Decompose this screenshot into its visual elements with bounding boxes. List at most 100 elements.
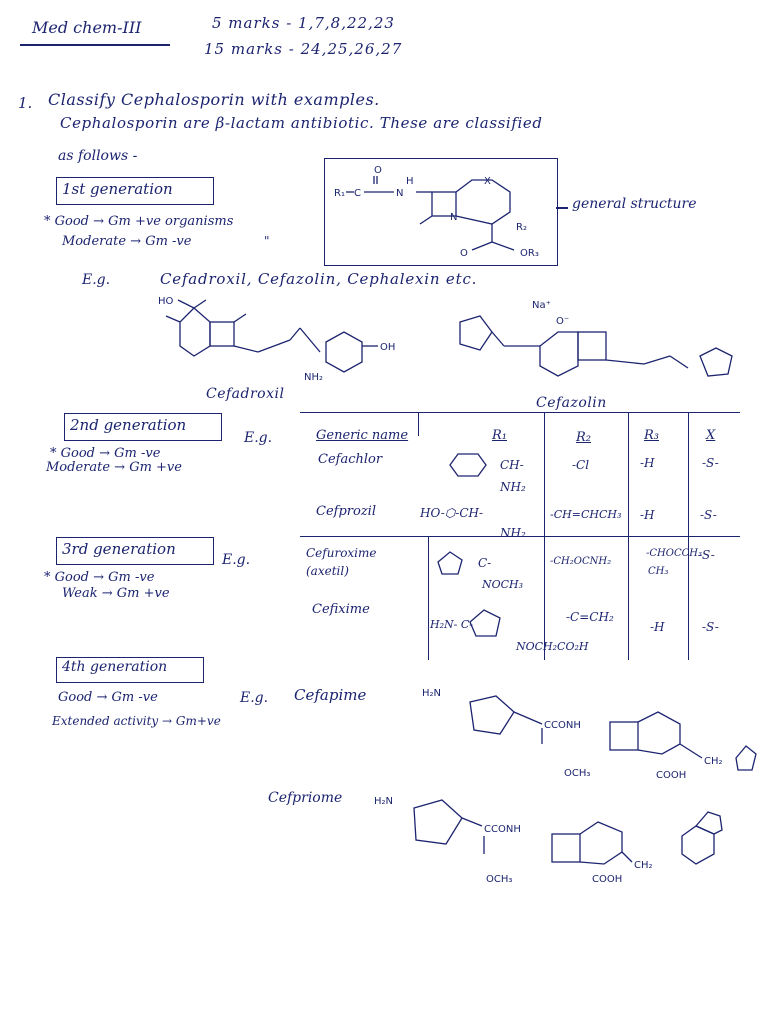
cefadroxil-ho: HO <box>158 296 174 307</box>
general-structure-label: general structure <box>572 196 697 212</box>
row3-x: -S- <box>698 548 715 562</box>
gen2-eg: E.g. <box>244 430 273 446</box>
row4-r3: -H <box>650 620 665 634</box>
cefazolin-label: Cefazolin <box>536 395 607 411</box>
gen2-heading-box <box>64 413 222 441</box>
row4-r2: -C=CH₂ <box>566 610 614 624</box>
cefepime-cooh: COOH <box>656 770 686 781</box>
cefazolin-o-minus: O⁻ <box>556 316 569 327</box>
row3-r3-sub: CH₃ <box>648 566 669 577</box>
table-hline-2 <box>300 536 740 538</box>
gen3-heading: 3rd generation <box>62 540 176 558</box>
gen1-examples: Cefadroxil, Cefazolin, Cephalexin etc. <box>160 270 478 288</box>
gen1-good: * Good → Gm +ve organisms <box>44 214 234 229</box>
row4-name: Cefixime <box>312 602 370 617</box>
general-structure-arrow <box>556 207 568 209</box>
gen1-ditto: " <box>264 234 270 248</box>
row2-r2: -CH=CHCH₃ <box>550 508 622 521</box>
cefpirome-cooh: COOH <box>592 874 622 885</box>
r3-label: OR₃ <box>520 248 539 259</box>
row4-thiazole-icon <box>469 609 501 637</box>
cefpirome-label: Cefpriome <box>268 790 343 806</box>
table-vline-1 <box>418 412 420 436</box>
row1-name: Cefachlor <box>318 452 383 467</box>
cefadroxil-label: Cefadroxil <box>206 386 285 402</box>
cefpirome-och3: OCH₃ <box>486 874 512 885</box>
cefpirome-ch2: CH₂ <box>634 860 653 871</box>
r1-label: R₁ <box>334 188 345 199</box>
row3-r1-sub: NOCH₃ <box>482 578 524 591</box>
n-ring-label: N <box>450 212 457 223</box>
row1-r1-sub: NH₂ <box>500 480 526 494</box>
row1-r1: CH- <box>500 458 524 472</box>
cefepime-ch2: CH₂ <box>704 756 723 767</box>
row3-furan-icon <box>437 551 463 575</box>
row1-x: -S- <box>702 456 719 470</box>
gen1-heading: 1st generation <box>62 180 173 198</box>
gen4-extended: Extended activity → Gm+ve <box>52 714 221 728</box>
gen4-good: Good → Gm -ve <box>58 690 158 705</box>
gen4-heading-box <box>56 657 204 683</box>
th-generic-name: Generic name <box>316 428 409 443</box>
th-r1: R₁ <box>492 428 507 443</box>
row4-r1: H₂N- C- <box>430 618 473 631</box>
h-label: H <box>406 176 414 187</box>
gen4-eg: E.g. <box>240 690 269 706</box>
row3-r3: -CHOCCH₃ <box>646 548 702 559</box>
row2-r1-sub: NH₂ <box>500 526 526 540</box>
gen3-good: * Good → Gm -ve <box>44 570 155 585</box>
gen2-heading: 2nd generation <box>70 416 187 434</box>
cefepime-cconh: CCONH <box>544 720 581 731</box>
gen2-moderate: Moderate → Gm +ve <box>46 460 182 475</box>
general-structure-diagram: R₁ O C N H X N R₂ OR₃ O <box>334 165 539 259</box>
row1-r2: -Cl <box>572 458 590 472</box>
row2-r1: HO-⬡-CH- <box>420 506 484 520</box>
intro-line-1: Cephalosporin are β-lactam antibiotic. T… <box>60 114 543 132</box>
cefepime-label: Cefapime <box>294 686 367 704</box>
gen3-heading-box <box>56 537 214 565</box>
gen4-heading: 4th generation <box>62 659 168 675</box>
row2-r3: -H <box>640 508 655 522</box>
cefepime-och3: OCH₃ <box>564 768 590 779</box>
row1-r3: -H <box>640 456 655 470</box>
row2-name: Cefprozil <box>316 504 376 519</box>
row2-x: -S- <box>700 508 717 522</box>
gen2-good: * Good → Gm -ve <box>50 446 161 461</box>
table-hline-1 <box>300 412 740 414</box>
cefepime-h2n: H₂N <box>422 688 441 699</box>
row4-r1-sub: NOCH₂CO₂H <box>516 640 589 653</box>
subject-underline <box>20 44 170 46</box>
gen3-weak: Weak → Gm +ve <box>62 586 170 601</box>
cefpirome-cconh: CCONH <box>484 824 521 835</box>
subject-title: Med chem-III <box>32 18 142 37</box>
gen1-heading-box <box>56 177 214 205</box>
o-ester-label: O <box>460 248 468 259</box>
gen1-moderate: Moderate → Gm -ve <box>62 234 192 249</box>
row3-name: Cefuroxime (axetil) <box>306 546 377 578</box>
gen1-eg: E.g. <box>82 272 111 288</box>
cefpirome-structure: H₂N CCONH OCH₃ COOH CH₂ <box>374 796 723 885</box>
th-r2: R₂ <box>576 430 591 445</box>
row3-r2: -CH₂OCNH₂ <box>550 556 612 567</box>
c-label: C <box>354 188 361 199</box>
cefpirome-h2n: H₂N <box>374 796 393 807</box>
marks-5: 5 marks - 1,7,8,22,23 <box>212 14 395 32</box>
o-label: O <box>374 165 382 176</box>
cefazolin-structure: Na⁺ O⁻ <box>459 300 733 377</box>
question-number: 1. <box>18 94 33 112</box>
row4-x: -S- <box>702 620 719 634</box>
cefazolin-na: Na⁺ <box>532 300 551 311</box>
cefepime-structure: H₂N CCONH OCH₃ COOH CH₂ <box>422 688 757 781</box>
gen3-eg: E.g. <box>222 552 251 568</box>
r2-label: R₂ <box>516 222 527 233</box>
cefadroxil-nh2: NH₂ <box>304 372 323 383</box>
marks-15: 15 marks - 24,25,26,27 <box>204 40 403 58</box>
question-title: Classify Cephalosporin with examples. <box>48 90 380 109</box>
th-r3: R₃ <box>644 428 659 443</box>
cefadroxil-oh: OH <box>380 342 395 353</box>
table-vline-5 <box>428 536 430 660</box>
cefadroxil-structure: HO OH NH₂ <box>158 296 395 383</box>
th-x: X <box>706 428 716 443</box>
general-structure-box <box>324 158 558 266</box>
intro-line-2: as follows - <box>58 148 138 164</box>
